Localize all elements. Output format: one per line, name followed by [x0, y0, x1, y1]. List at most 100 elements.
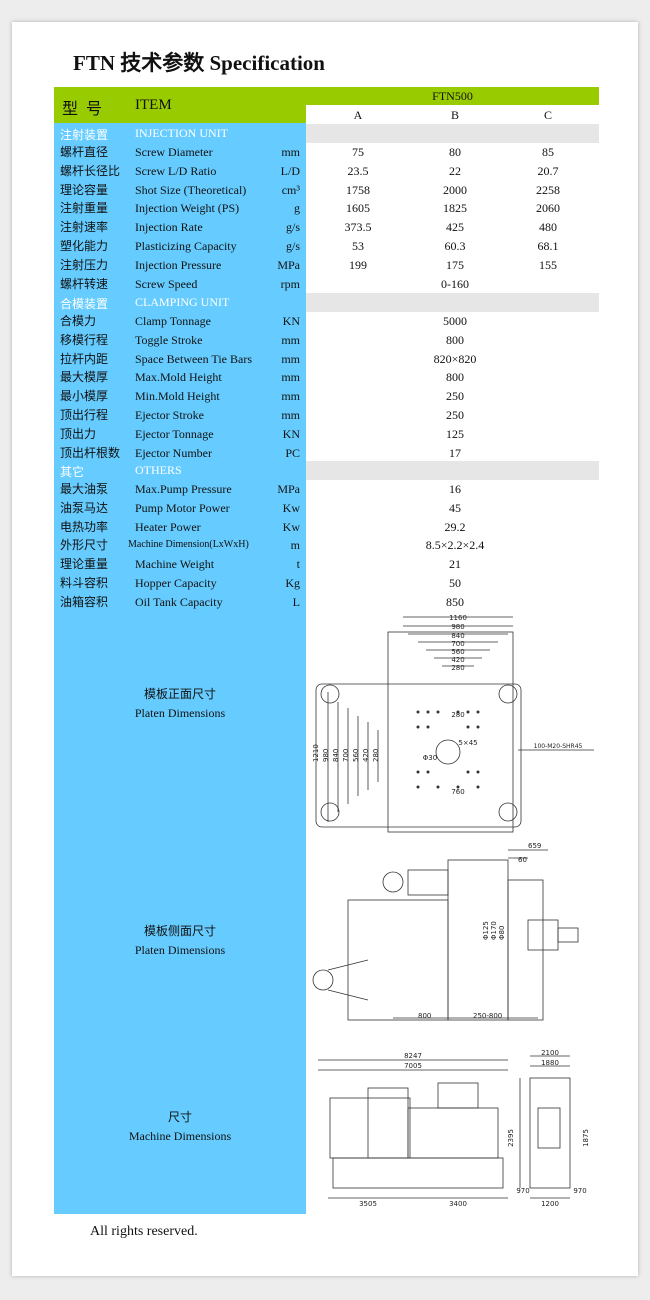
row-label-en: Max.Pump Pressure	[135, 482, 232, 496]
row-value-all: 800	[446, 370, 464, 385]
row-unit: MPa	[277, 257, 300, 272]
row-value-all: 850	[446, 594, 464, 609]
row-unit: KN	[282, 314, 300, 328]
platen-side-label-cn: 模板侧面尺寸	[143, 924, 216, 938]
side-dim-980: 980	[322, 749, 330, 762]
inner-dim-5x45: 5×45	[458, 739, 477, 747]
row-label-en: Min.Mold Height	[135, 389, 220, 404]
row-label-en: Screw Speed	[135, 276, 198, 291]
row-value-all: 125	[446, 426, 464, 441]
row-label-cn: 最大模厚	[60, 370, 109, 385]
machine-dim-2100: 2100	[541, 1049, 559, 1057]
row-label-en: Hopper Capacity	[135, 576, 217, 590]
side-diam-125: Φ125	[482, 921, 490, 940]
machine-dim-970-right: 970	[573, 1187, 586, 1195]
side-diam-80: Φ80	[498, 926, 506, 940]
item-column-background	[54, 87, 306, 1214]
row-label-cn: 螺杆转速	[60, 276, 109, 291]
section-bar-others	[306, 461, 599, 480]
row-value-b: 60.3	[444, 239, 466, 253]
dim-560: 560	[451, 648, 464, 656]
row-label-cn: 塑化能力	[60, 239, 109, 253]
platen-front-label-en: Platen Dimensions	[134, 706, 226, 720]
row-value-c: 2258	[536, 182, 560, 197]
row-label-en: Heater Power	[135, 519, 201, 534]
side-dim-60: 60	[518, 856, 527, 864]
row-unit: KN	[282, 426, 300, 441]
row-value-b: 22	[449, 163, 461, 178]
side-dim-1210: 1210	[312, 744, 320, 762]
section-injection-en: INJECTION UNIT	[135, 126, 228, 140]
row-value-a: 373.5	[344, 220, 372, 235]
row-unit: cm³	[281, 182, 300, 197]
row-value-all: 50	[449, 576, 461, 590]
side-diam-170: Φ170	[490, 921, 498, 940]
page-title: FTN 技术参数 Specification	[73, 51, 325, 75]
header-cell	[54, 87, 306, 123]
row-label-en: Injection Pressure	[135, 257, 222, 272]
row-label-cn: 注射重量	[60, 201, 109, 216]
section-clamping-en: CLAMPING UNIT	[135, 295, 230, 309]
row-label-cn: 油箱容积	[60, 594, 109, 609]
row-label-en: Machine Dimension(LxWxH)	[128, 539, 249, 551]
row-label-cn: 理论容量	[60, 182, 109, 197]
section-injection-cn: 注射装置	[60, 128, 109, 142]
machine-dim-3505: 3505	[359, 1200, 377, 1208]
header-item: ITEM	[135, 97, 172, 113]
platen-side-label: 模板侧面尺寸 Platen Dimensions	[54, 922, 306, 960]
row-unit: m	[290, 538, 300, 553]
row-value-c: 20.7	[537, 163, 559, 178]
row-unit: g	[294, 201, 300, 216]
row-label-en: Pump Motor Power	[135, 500, 230, 515]
row-label-cn: 油泵马达	[60, 500, 109, 515]
row-unit: PC	[285, 445, 300, 460]
row-value-all: 21	[449, 557, 461, 572]
row-label-cn: 顶出行程	[60, 408, 109, 422]
row-label-cn: 移模行程	[60, 332, 109, 347]
row-label-en: Space Between Tie Bars	[135, 351, 252, 366]
row-unit: mm	[281, 145, 300, 159]
machine-dim-label-en: Machine Dimensions	[128, 1129, 232, 1143]
platen-side-label-en: Platen Dimensions	[134, 943, 226, 957]
machine-dim-label: 尺寸 Machine Dimensions	[54, 1108, 306, 1146]
row-unit: L/D	[280, 163, 300, 178]
row-label-en: Toggle Stroke	[135, 332, 203, 347]
row-unit: Kw	[282, 519, 300, 534]
variant-a: A	[353, 108, 363, 122]
row-label-en: Plasticizing Capacity	[135, 239, 237, 253]
row-unit: mm	[281, 351, 300, 366]
side-dim-659: 659	[528, 842, 541, 850]
row-label-cn: 螺杆直径	[60, 145, 109, 159]
variant-b: B	[450, 108, 459, 122]
row-value-b: 2000	[443, 182, 467, 197]
row-value-all: 250	[446, 389, 464, 404]
machine-height-1875: 1875	[582, 1129, 590, 1147]
row-value-all: 8.5×2.2×2.4	[425, 538, 485, 553]
row-value-b: 80	[449, 145, 461, 159]
row-value-all: 17	[449, 445, 461, 460]
side-dim-280: 280	[372, 749, 380, 762]
row-value-b: 425	[446, 220, 464, 235]
row-value-all: 800	[446, 332, 464, 347]
platen-side-drawing: 659 60 800 250-800 Φ125 Φ170 Φ80	[312, 842, 579, 1021]
row-label-cn: 螺杆长径比	[60, 163, 121, 178]
row-label-en: Machine Weight	[135, 557, 215, 572]
row-label-cn: 顶出力	[60, 426, 97, 441]
row-label-en: Screw Diameter	[135, 145, 213, 159]
row-label-en: Injection Rate	[135, 220, 203, 235]
row-label-en: Injection Weight (PS)	[135, 201, 240, 216]
row-value-c: 68.1	[537, 239, 559, 253]
